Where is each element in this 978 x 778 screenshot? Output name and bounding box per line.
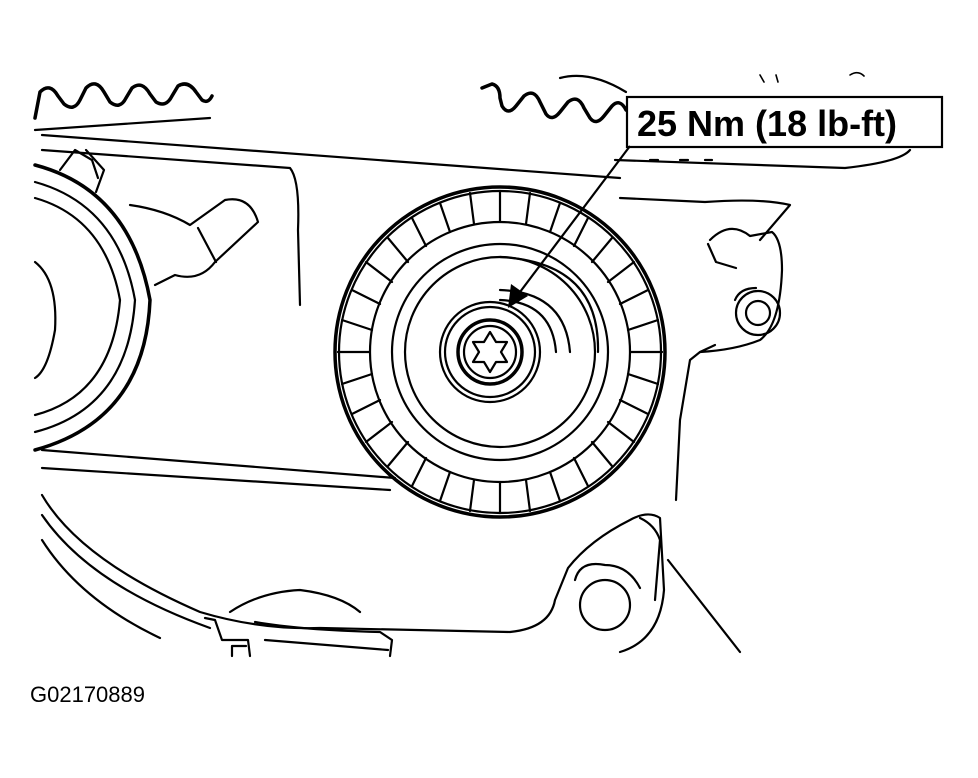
tensioner-pulley bbox=[333, 185, 667, 519]
pulley-ribs bbox=[336, 189, 664, 515]
figure-id: G02170889 bbox=[30, 682, 145, 707]
torque-callout: 25 Nm (18 lb-ft) bbox=[508, 95, 944, 308]
lower-housing bbox=[40, 493, 742, 658]
left-sprocket-teeth bbox=[33, 82, 214, 132]
callout-box bbox=[625, 95, 944, 149]
housing-boss bbox=[733, 286, 782, 337]
leader-arrowhead bbox=[508, 284, 528, 308]
left-pulley bbox=[33, 148, 260, 452]
leader-line bbox=[519, 145, 631, 293]
housing-outline bbox=[40, 133, 912, 502]
torx-bolt-head bbox=[471, 330, 509, 374]
torque-label: 25 Nm (18 lb-ft) bbox=[637, 103, 897, 144]
right-sprocket-teeth bbox=[480, 71, 865, 124]
